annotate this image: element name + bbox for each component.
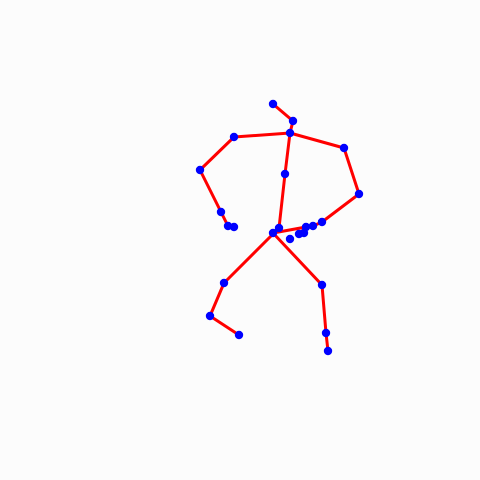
bone-right-hip-to-right-knee [222,226,281,285]
bone-head-top-to-head [271,102,295,123]
joints-layer [195,99,364,356]
bone-right-shoulder-to-right-elbow [198,135,236,172]
bone-right-knee-to-right-ankle [208,281,226,318]
joint-pelvis-a [285,234,295,244]
joint-right-foot [234,330,244,340]
bone-neck-to-spine [283,131,292,176]
bone-left-shoulder-to-left-elbow [342,146,361,196]
joint-spine [280,169,290,179]
joint-right-wrist [216,207,226,217]
joint-head-top [268,99,278,109]
joint-left-shoulder [339,143,349,153]
joint-right-hand-b [229,222,239,232]
bone-neck-to-left-shoulder [288,131,346,150]
bone-left-elbow-to-left-wrist [320,192,361,224]
joint-right-knee [219,278,229,288]
joint-left-knee [317,280,327,290]
joint-left-ankle [321,328,331,338]
joint-right-shoulder [229,132,239,142]
joint-right-ankle [205,311,215,321]
bone-spine-to-right-hip [277,172,287,230]
joint-left-elbow [354,189,364,199]
joint-head [288,116,298,126]
bone-left-knee-to-left-ankle [320,283,328,335]
joint-left-hand [308,221,318,231]
bone-neck-to-right-shoulder [232,131,292,139]
joint-right-hip [274,223,284,233]
joint-left-wrist [317,217,327,227]
bone-right-elbow-to-right-wrist [198,168,223,214]
joint-left-hip [301,222,311,232]
joint-hip-center [268,228,278,238]
joint-neck [285,128,295,138]
bone-hip-center-to-left-knee [271,231,324,287]
bone-right-ankle-to-right-foot [208,314,241,337]
joint-left-foot [323,346,333,356]
joint-right-elbow [195,165,205,175]
